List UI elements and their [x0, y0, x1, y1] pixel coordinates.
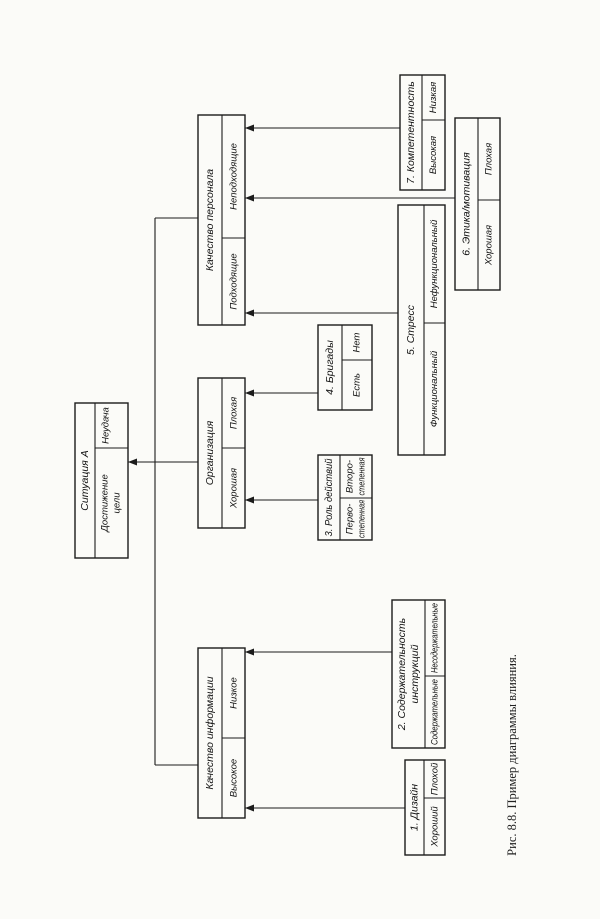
- role-title: 3. Роль действий: [323, 458, 335, 536]
- factor-competence: 7. Компетентность Высокая Низкая: [245, 74, 446, 191]
- info-quality-state-low: Низкое: [229, 677, 240, 709]
- factor-instructions: 2. Содержательность инструкций Содержате…: [245, 599, 446, 749]
- staff-quality-title: Качество персонала: [204, 169, 216, 271]
- node-info-quality: Качество информации Высокое Низкое: [197, 647, 246, 819]
- node-organization: Организация Хорошая Плохая: [197, 377, 246, 529]
- instructions-box: [391, 599, 446, 749]
- teams-title: 4. Бригады: [324, 340, 336, 395]
- ethics-state-bad: Плохая: [484, 143, 495, 175]
- stress-state-nonfunctional: Нефункциональный: [429, 219, 440, 308]
- situation-a-state-failure: Неудача: [101, 407, 112, 444]
- info-quality-state-high: Высокое: [229, 759, 240, 797]
- situation-a-box: [74, 402, 129, 559]
- ethics-state-good: Хорошая: [484, 225, 495, 266]
- design-title: 1. Дизайн: [409, 784, 421, 831]
- role-state-secondary-line2: степенная: [357, 458, 368, 496]
- organization-title: Организация: [204, 420, 216, 485]
- factor-design: 1. Дизайн Хороший Плохой: [245, 759, 446, 856]
- stress-box: [397, 204, 446, 456]
- node-situation-a: Ситуация А Достижение цели Неудача: [74, 402, 129, 559]
- factor-ethics: 6. Этика/мотивация Хорошая Плохая: [245, 117, 501, 291]
- node-staff-quality: Качество персонала Подходящие Неподходящ…: [197, 114, 246, 326]
- figure-caption: Рис. 8.8. Пример диаграммы влияния.: [505, 654, 519, 856]
- teams-box: [317, 324, 373, 411]
- stress-state-functional: Функциональный: [429, 350, 440, 427]
- ethics-title: 6. Этика/мотивация: [461, 152, 473, 256]
- design-state-good: Хороший: [430, 806, 441, 848]
- organization-state-good: Хорошая: [229, 468, 240, 509]
- instructions-state-meaningful: Содержательные: [430, 679, 441, 745]
- design-state-bad: Плохой: [430, 762, 441, 795]
- factor-role: 3. Роль действий Перво- степенная Второ-…: [245, 454, 373, 541]
- factor-teams: 4. Бригады Есть Нет: [245, 324, 373, 411]
- role-state-primary-line1: Перво-: [345, 504, 356, 535]
- teams-state-no: Нет: [352, 332, 363, 352]
- situation-a-state-success-line1: Достижение: [100, 474, 111, 533]
- instructions-title-line2: инструкций: [409, 644, 421, 703]
- competence-title: 7. Компетентность: [405, 81, 417, 184]
- competence-state-low: Низкая: [428, 82, 439, 113]
- root-bus: [128, 217, 198, 766]
- instructions-title-line1: 2. Содержательность: [396, 618, 408, 731]
- situation-a-state-success-line2: цели: [112, 492, 123, 514]
- staff-quality-state-unsuitable: Неподходящие: [229, 143, 240, 210]
- stress-title: 5. Стресс: [405, 304, 417, 355]
- teams-state-yes: Есть: [352, 373, 363, 397]
- instructions-state-meaningless: Несодержательные: [430, 603, 441, 673]
- factor-stress: 5. Стресс Функциональный Нефункциональны…: [245, 204, 446, 456]
- role-state-primary-line2: степенная: [357, 500, 368, 538]
- staff-quality-state-suitable: Подходящие: [229, 253, 240, 309]
- organization-state-bad: Плохая: [229, 397, 240, 429]
- role-state-secondary-line1: Второ-: [345, 460, 356, 493]
- situation-a-title: Ситуация А: [79, 450, 91, 510]
- competence-state-high: Высокая: [428, 136, 439, 174]
- info-quality-title: Качество информации: [204, 676, 216, 789]
